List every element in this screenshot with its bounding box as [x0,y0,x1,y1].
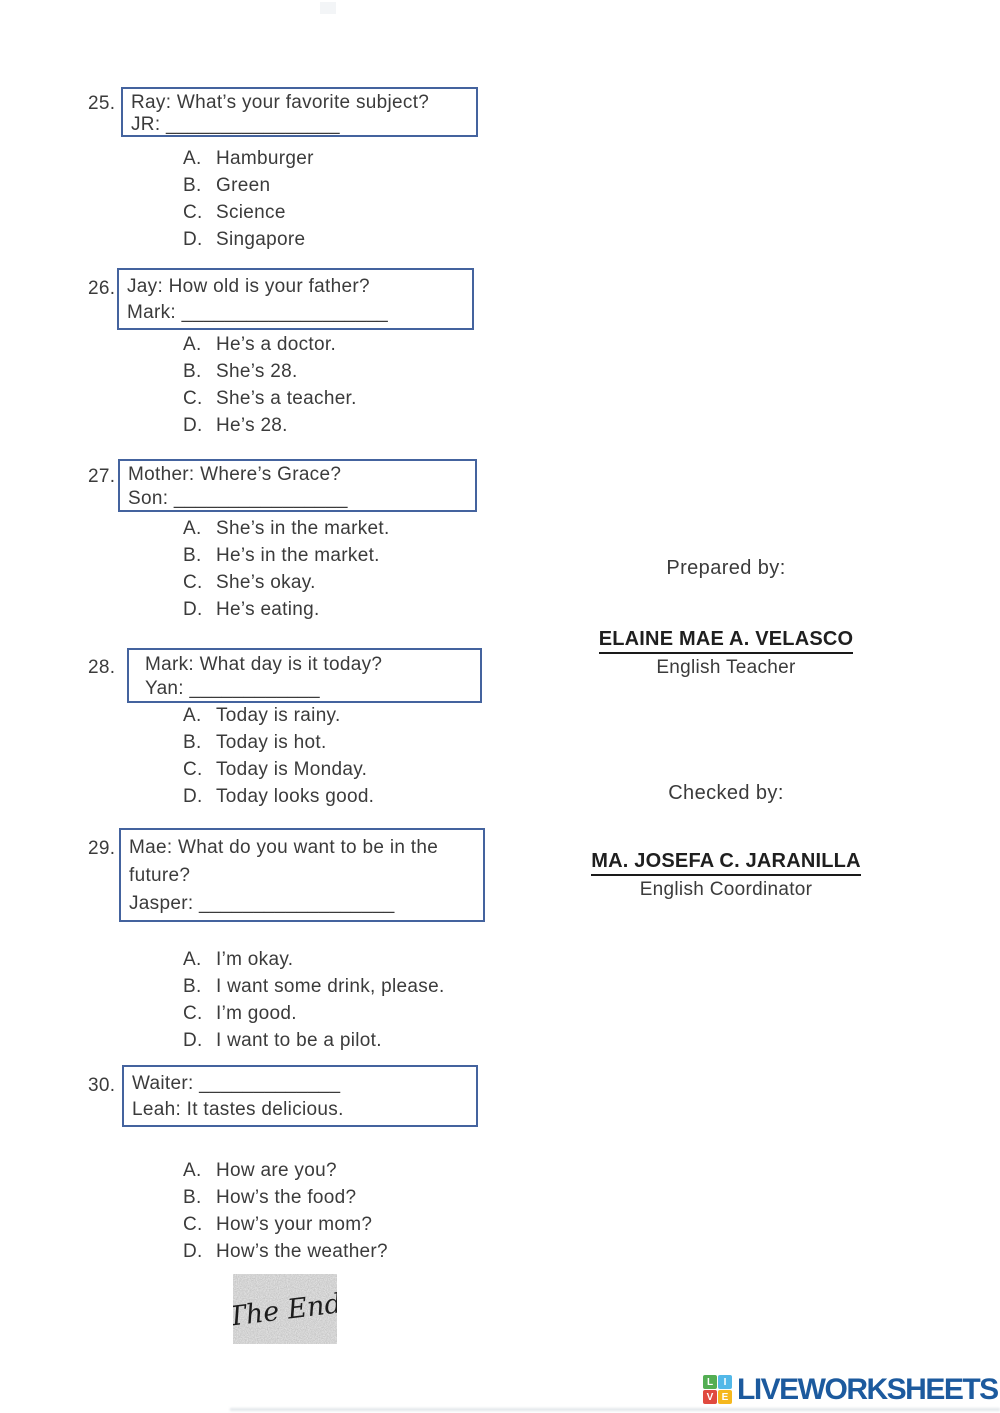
checked-by-role: English Coordinator [639,879,813,900]
option-d[interactable]: D.Singapore [183,228,306,250]
dialogue-line: Ray: What’s your favorite subject? [131,92,430,113]
option-a[interactable]: A.Hamburger [183,147,314,169]
option-b[interactable]: B.I want some drink, please. [183,975,445,997]
option-d[interactable]: D.How’s the weather? [183,1240,388,1262]
scan-artifact [320,2,336,14]
option-a[interactable]: A.She’s in the market. [183,517,390,539]
option-b[interactable]: B.She’s 28. [183,360,298,382]
dialogue-blank-line: Yan: ____________ [145,678,320,699]
option-c[interactable]: C.I’m good. [183,1002,297,1024]
liveworksheets-logo[interactable]: L I V E LIVEWORKSHEETS [703,1373,999,1406]
prepared-by-name: ELAINE MAE A. VELASCO [565,628,887,654]
question-box: Mae: What do you want to be in the futur… [119,828,485,922]
dialogue-line: Mother: Where’s Grace? [128,464,342,485]
option-b[interactable]: B.He’s in the market. [183,544,380,566]
dialogue-blank-line: Waiter: _____________ [132,1073,341,1094]
question-number: 29. [88,838,116,859]
option-c[interactable]: C.Today is Monday. [183,758,368,780]
option-c[interactable]: C.She’s okay. [183,571,316,593]
the-end-stamp: The End [226,1274,343,1344]
prepared-by-role: English Teacher [656,657,796,678]
logo-square-e: E [718,1390,732,1404]
option-a[interactable]: A.I’m okay. [183,948,294,970]
option-a[interactable]: A.Today is rainy. [183,704,341,726]
dialogue-blank-line: Son: ________________ [128,488,348,509]
dialogue-line: Jay: How old is your father? [127,276,370,297]
scan-artifact-bottom [230,1408,1000,1411]
the-end-stamp-image: The End [226,1274,343,1344]
option-d[interactable]: D.He’s 28. [183,414,288,436]
options-list: A.How are you? B.How’s the food? C.How’s… [183,1157,388,1265]
options-list: A.I’m okay. B.I want some drink, please.… [183,946,445,1054]
dialogue-line: Mark: What day is it today? [145,654,383,675]
option-b[interactable]: B.Green [183,174,271,196]
dialogue-blank-line: Mark: ___________________ [127,302,389,323]
option-b[interactable]: B.How’s the food? [183,1186,357,1208]
question-box: Mother: Where’s Grace? Son: ____________… [118,459,477,512]
question-number: 28. [88,657,116,678]
liveworksheets-icon: L I V E [703,1375,733,1405]
option-c[interactable]: C.Science [183,201,286,223]
checked-by-label: Checked by: [668,782,784,804]
dialogue-line: Mae: What do you want to be in the [129,837,439,858]
option-d[interactable]: D.I want to be a pilot. [183,1029,382,1051]
question-box: Waiter: _____________ Leah: It tastes de… [122,1065,478,1127]
question-number: 25. [88,93,116,114]
option-b[interactable]: B.Today is hot. [183,731,327,753]
option-d[interactable]: D.He’s eating. [183,598,320,620]
liveworksheets-wordmark: LIVEWORKSHEETS [737,1373,999,1406]
dialogue-blank-line: JR: ________________ [131,114,340,135]
question-number: 27. [88,466,116,487]
option-d[interactable]: D.Today looks good. [183,785,375,807]
dialogue-line: future? [129,865,191,886]
dialogue-blank-line: Jasper: __________________ [129,893,395,914]
dialogue-line: Leah: It tastes delicious. [132,1099,344,1120]
logo-square-l: L [703,1375,717,1389]
question-box: Ray: What’s your favorite subject? JR: _… [121,87,478,137]
question-box: Jay: How old is your father? Mark: _____… [117,268,474,330]
prepared-by-label: Prepared by: [666,557,786,579]
question-number: 26. [88,278,116,299]
logo-square-v: V [703,1390,717,1404]
logo-square-i: I [718,1375,732,1389]
option-c[interactable]: C.She’s a teacher. [183,387,357,409]
options-list: A.He’s a doctor. B.She’s 28. C.She’s a t… [183,331,357,439]
option-c[interactable]: C.How’s your mom? [183,1213,373,1235]
option-a[interactable]: A.He’s a doctor. [183,333,337,355]
option-a[interactable]: A.How are you? [183,1159,337,1181]
question-box: Mark: What day is it today? Yan: _______… [127,648,482,703]
checked-by-name: MA. JOSEFA C. JARANILLA [565,850,887,876]
question-number: 30. [88,1075,116,1096]
options-list: A.Today is rainy. B.Today is hot. C.Toda… [183,702,374,810]
options-list: A.She’s in the market. B.He’s in the mar… [183,515,390,623]
options-list: A.Hamburger B.Green C.Science D.Singapor… [183,145,314,253]
